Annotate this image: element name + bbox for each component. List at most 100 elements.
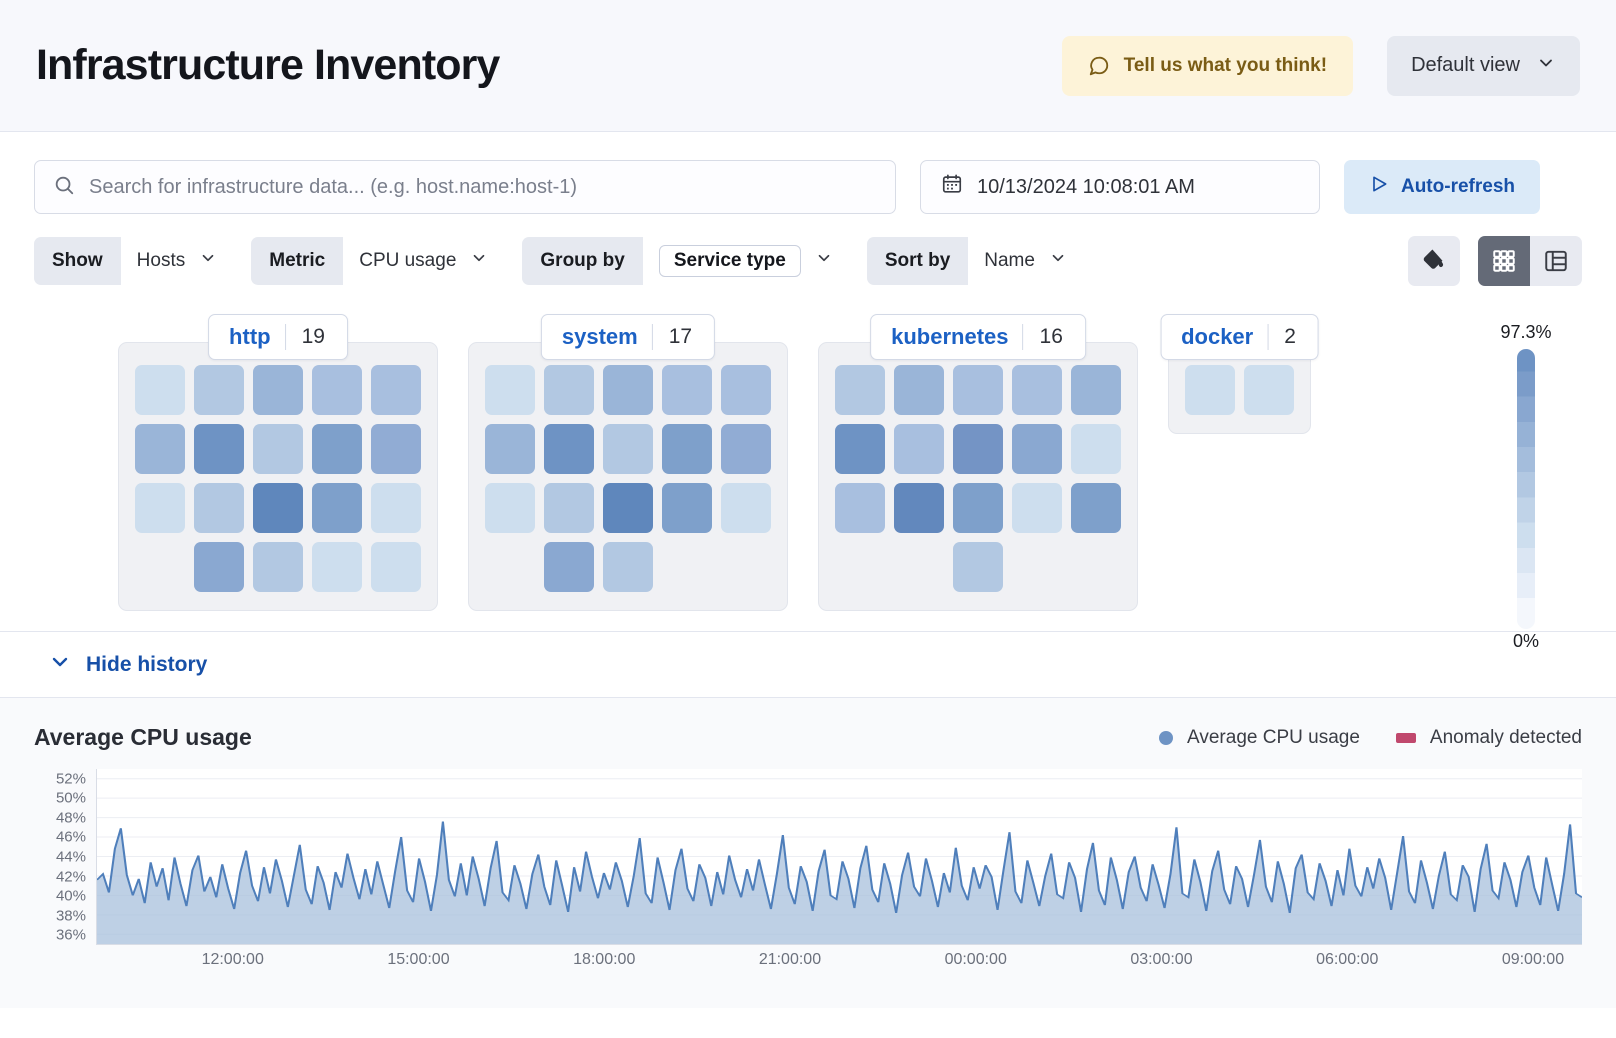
host-tile[interactable]	[662, 424, 712, 474]
host-tile[interactable]	[603, 542, 653, 592]
chevron-down-icon	[1049, 249, 1067, 273]
filter-metric: Metric CPU usage	[251, 237, 505, 285]
fill-color-icon[interactable]	[1408, 236, 1460, 286]
auto-refresh-button[interactable]: Auto-refresh	[1344, 160, 1540, 214]
chart-y-tick-label: 46%	[55, 828, 86, 846]
host-tile[interactable]	[894, 424, 944, 474]
group-separator	[1022, 324, 1024, 350]
host-tile[interactable]	[662, 365, 712, 415]
host-tile[interactable]	[253, 483, 303, 533]
host-tile[interactable]	[835, 483, 885, 533]
host-tile[interactable]	[135, 483, 185, 533]
date-picker[interactable]: 10/13/2024 10:08:01 AM	[920, 160, 1320, 214]
host-tile[interactable]	[544, 365, 594, 415]
host-tile[interactable]	[721, 483, 771, 533]
chart-canvas[interactable]	[96, 769, 1582, 945]
host-tile[interactable]	[1244, 365, 1294, 415]
group-name: docker	[1181, 324, 1254, 349]
host-tile[interactable]	[894, 365, 944, 415]
search-input[interactable]: Search for infrastructure data... (e.g. …	[34, 160, 896, 214]
view-selector[interactable]: Default view	[1387, 35, 1580, 96]
host-tile[interactable]	[194, 365, 244, 415]
host-tile[interactable]	[194, 542, 244, 592]
host-tile[interactable]	[835, 424, 885, 474]
legend-min-label: 0%	[1512, 631, 1539, 651]
host-tile[interactable]	[603, 424, 653, 474]
host-tile[interactable]	[253, 365, 303, 415]
host-tile[interactable]	[312, 424, 362, 474]
host-tile[interactable]	[312, 483, 362, 533]
host-tile[interactable]	[485, 424, 535, 474]
group-count: 19	[301, 325, 325, 348]
history-toggle[interactable]: Hide history	[0, 632, 1616, 698]
host-tile[interactable]	[135, 365, 185, 415]
group-tile-grid	[1185, 365, 1294, 415]
host-tile[interactable]	[544, 542, 594, 592]
host-tile[interactable]	[721, 424, 771, 474]
host-tile[interactable]	[721, 365, 771, 415]
host-tile[interactable]	[1071, 483, 1121, 533]
table-view-icon[interactable]	[1530, 236, 1582, 286]
host-tile[interactable]	[194, 424, 244, 474]
filter-row: Show Hosts Metric CPU usage	[34, 236, 1582, 286]
host-tile[interactable]	[371, 365, 421, 415]
host-tile[interactable]	[953, 365, 1003, 415]
filter-metric-value[interactable]: CPU usage	[343, 237, 505, 285]
host-tile[interactable]	[312, 365, 362, 415]
host-tile[interactable]	[603, 483, 653, 533]
host-tile[interactable]	[1071, 365, 1121, 415]
comment-icon	[1088, 55, 1110, 77]
host-tile[interactable]	[544, 424, 594, 474]
feedback-button[interactable]: Tell us what you think!	[1061, 35, 1354, 96]
host-tile[interactable]	[544, 483, 594, 533]
chart-y-axis: 52%50%48%46%44%42%40%38%36%	[34, 761, 86, 947]
grid-view-icon[interactable]	[1478, 236, 1530, 286]
chart-x-tick-label: 18:00:00	[573, 951, 636, 968]
chevron-down-icon	[1536, 53, 1556, 79]
tile-placeholder	[135, 542, 185, 592]
host-tile[interactable]	[835, 365, 885, 415]
host-tile[interactable]	[312, 542, 362, 592]
filter-show-value[interactable]: Hosts	[120, 237, 234, 285]
host-tile[interactable]	[253, 424, 303, 474]
host-tile[interactable]	[135, 424, 185, 474]
legend-item-average-cpu-usage[interactable]: Average CPU usage	[1159, 727, 1360, 749]
host-tile[interactable]	[194, 483, 244, 533]
group-body	[118, 342, 438, 611]
host-tile[interactable]	[1012, 483, 1062, 533]
host-tile[interactable]	[953, 483, 1003, 533]
host-tile[interactable]	[253, 542, 303, 592]
host-tile[interactable]	[1071, 424, 1121, 474]
legend-item-anomaly-detected[interactable]: Anomaly detected	[1395, 727, 1582, 749]
host-tile[interactable]	[485, 483, 535, 533]
search-placeholder: Search for infrastructure data... (e.g. …	[89, 175, 578, 198]
auto-refresh-label: Auto-refresh	[1400, 176, 1515, 197]
host-tile[interactable]	[953, 424, 1003, 474]
filter-group-by-value[interactable]: Service type	[642, 237, 849, 285]
tile-placeholder	[721, 542, 771, 592]
host-tile[interactable]	[953, 542, 1003, 592]
filter-show: Show Hosts	[34, 237, 234, 285]
host-tile[interactable]	[603, 365, 653, 415]
host-tile[interactable]	[1012, 424, 1062, 474]
filter-sort-by-value[interactable]: Name	[968, 237, 1083, 285]
host-tile[interactable]	[662, 483, 712, 533]
host-tile[interactable]	[371, 542, 421, 592]
filter-metric-label: Metric	[251, 237, 344, 285]
host-tile[interactable]	[894, 483, 944, 533]
host-tile[interactable]	[1185, 365, 1235, 415]
tile-placeholder	[894, 542, 944, 592]
host-tile[interactable]	[371, 424, 421, 474]
host-tile[interactable]	[1012, 365, 1062, 415]
host-tile[interactable]	[371, 483, 421, 533]
host-tile[interactable]	[485, 365, 535, 415]
